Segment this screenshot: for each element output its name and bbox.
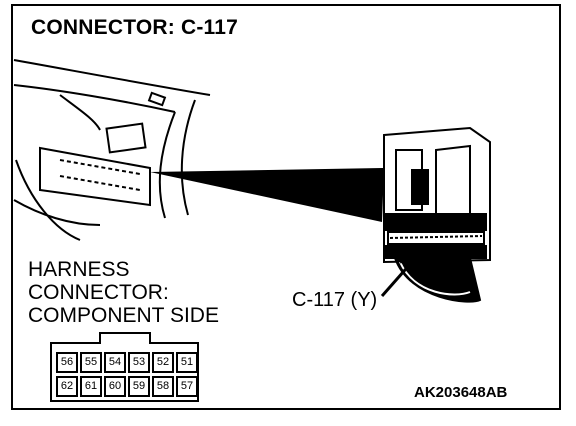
connector-title: CONNECTOR: C-117 bbox=[31, 16, 239, 39]
pin-cell: 60 bbox=[104, 376, 126, 397]
dashboard-drawing bbox=[13, 59, 211, 241]
harness-connector-label: HARNESS CONNECTOR: COMPONENT SIDE bbox=[28, 258, 219, 327]
harness-connector-outline bbox=[50, 332, 199, 402]
pin-cell: 62 bbox=[56, 376, 78, 397]
harness-label-line-1: HARNESS bbox=[28, 258, 130, 281]
pin-row-top: 56 55 54 53 52 51 bbox=[56, 352, 200, 373]
callout-arrow bbox=[380, 255, 417, 297]
harness-label-line-2: CONNECTOR: bbox=[28, 281, 169, 304]
pin-cell: 54 bbox=[104, 352, 126, 373]
figure-code: AK203648AB bbox=[414, 384, 508, 401]
pin-cell: 58 bbox=[152, 376, 174, 397]
pin-cell: 55 bbox=[80, 352, 102, 373]
pin-cell: 57 bbox=[176, 376, 198, 397]
pin-row-bottom: 62 61 60 59 58 57 bbox=[56, 376, 200, 397]
pin-cell: 51 bbox=[176, 352, 198, 373]
pin-cell: 59 bbox=[128, 376, 150, 397]
pin-cell: 61 bbox=[80, 376, 102, 397]
pin-cell: 56 bbox=[56, 352, 78, 373]
ecu-connector-drawing bbox=[383, 126, 491, 303]
harness-connector-pinout: 56 55 54 53 52 51 62 61 60 59 58 57 bbox=[54, 330, 198, 403]
location-beam bbox=[150, 168, 384, 222]
harness-label-line-3: COMPONENT SIDE bbox=[28, 304, 219, 327]
pin-cell: 53 bbox=[128, 352, 150, 373]
connector-callout-label: C-117 (Y) bbox=[292, 289, 378, 311]
pin-cell: 52 bbox=[152, 352, 174, 373]
